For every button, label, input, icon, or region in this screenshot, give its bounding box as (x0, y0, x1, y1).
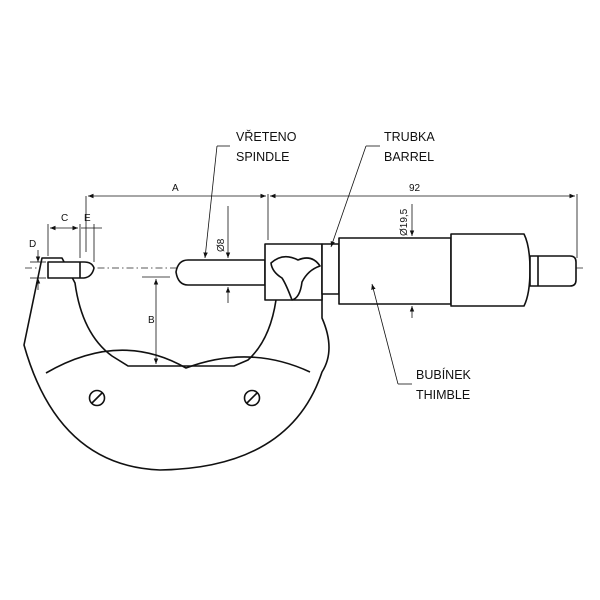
dim-b-label: B (148, 315, 155, 326)
barrel (338, 237, 452, 305)
thimble (450, 233, 531, 307)
barrel-sleeve (321, 243, 340, 295)
label-spindle-en: SPINDLE (236, 150, 290, 164)
frame-band (45, 349, 311, 374)
dim-a-label: A (172, 183, 179, 194)
label-spindle-cz: VŘETENO (236, 129, 297, 144)
screw-left (88, 389, 106, 407)
leader-spindle (203, 145, 218, 259)
label-thimble-en: THIMBLE (416, 388, 470, 402)
label-thimble-cz: BUBÍNEK (416, 367, 472, 382)
leader-barrel (330, 145, 367, 248)
dim-c-label: C (61, 213, 68, 224)
screw-right (243, 389, 261, 407)
spindle (175, 259, 266, 286)
dim-92-label: 92 (409, 183, 421, 194)
dim-e-label: E (84, 213, 91, 224)
label-barrel-cz: TRUBKA (384, 130, 435, 144)
frame (23, 257, 330, 471)
dim-dia19-label: Ø19,5 (399, 208, 410, 236)
dim-d-label: D (29, 239, 36, 250)
leader-thimble (371, 283, 399, 385)
anvil (47, 261, 95, 279)
ratchet (529, 255, 577, 287)
label-barrel-en: BARREL (384, 150, 434, 164)
lock-knob (270, 255, 321, 301)
dim-dia8-label: Ø8 (216, 238, 227, 252)
